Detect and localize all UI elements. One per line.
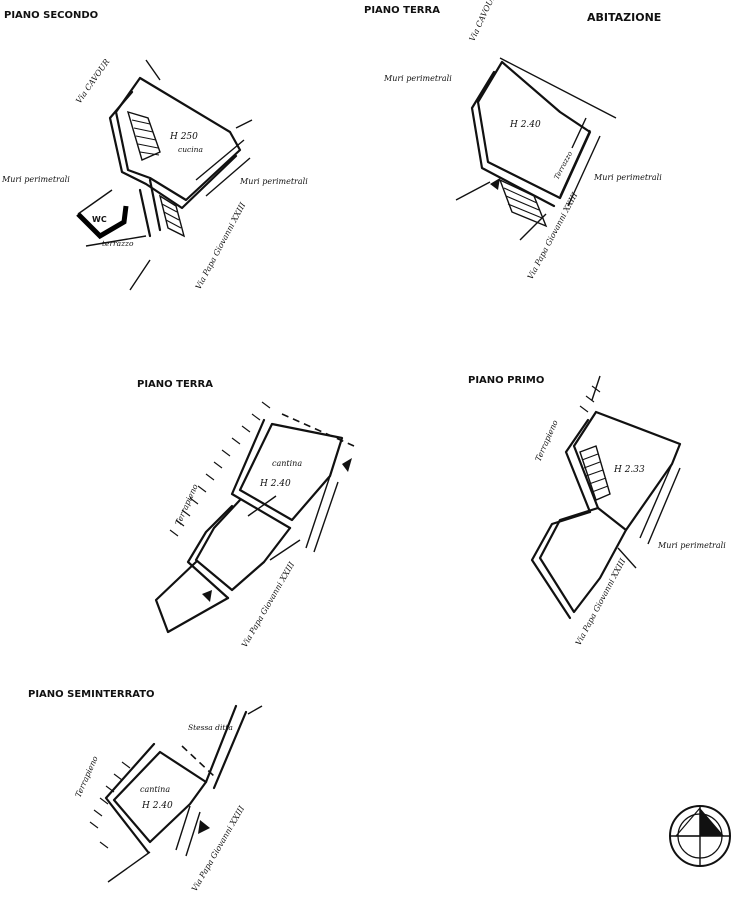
- plan-seminterrato-walls: [89, 704, 263, 883]
- plan-seminterrato-title: PIANO SEMINTERRATO: [28, 689, 155, 700]
- plan-terra-mid-dashed-boundary: [281, 413, 355, 447]
- sheet-title: ABITAZIONE: [587, 11, 661, 24]
- plan-terra-top-street-cavour: Via CAVOUR: [468, 0, 498, 43]
- plan-secondo-stair-2: [158, 194, 186, 238]
- plan-seminterrato-arrow: [198, 820, 210, 834]
- plan-terra-top: PIANO TERRA Via CAVOUR Muri perimetrali …: [364, 0, 662, 281]
- plan-secondo-street-cavour: Via CAVOUR: [74, 57, 111, 105]
- plan-primo-walls: [530, 375, 682, 620]
- plan-terra-mid-arrow-1: [342, 458, 352, 472]
- plan-seminterrato-dashed-boundary: [181, 745, 215, 777]
- plan-terra-mid-side: Terrapieno: [174, 483, 200, 527]
- plan-secondo-room: cucina: [178, 145, 203, 154]
- plan-secondo-street-papa: Via Papa Giovanni XXIII: [194, 200, 248, 291]
- plan-terra-top-walls-right: Muri perimetrali: [593, 173, 662, 182]
- plan-terra-mid: PIANO TERRA: [137, 379, 355, 649]
- plan-primo: PIANO PRIMO: [468, 375, 726, 647]
- plan-seminterrato-earth-hatch: [89, 761, 131, 849]
- plan-secondo-stair: [126, 110, 161, 161]
- plan-seminterrato-height: H 2.40: [141, 801, 173, 811]
- plan-terra-top-stair: [498, 178, 548, 228]
- plan-secondo-wc: WC: [92, 215, 107, 224]
- plan-secondo-title: PIANO SECONDO: [4, 10, 98, 21]
- plan-seminterrato-room: cantina: [140, 785, 170, 794]
- plan-terra-top-title: PIANO TERRA: [364, 5, 440, 16]
- plan-terra-top-street-papa: Via Papa Giovanni XXIII: [526, 190, 580, 281]
- plan-terra-mid-walls: [154, 401, 355, 634]
- plan-primo-earth-hatch: [579, 385, 601, 413]
- plan-terra-top-walls-left: Muri perimetrali: [383, 74, 452, 83]
- plan-terra-top-height: H 2.40: [509, 120, 541, 130]
- plan-secondo-walls: [76, 59, 253, 291]
- plan-terra-mid-arrow-2: [202, 590, 212, 602]
- plan-primo-stair: [579, 445, 611, 501]
- plan-secondo-walls-right: Muri perimetrali: [239, 177, 308, 186]
- plan-secondo: PIANO SECONDO: [1, 10, 308, 291]
- plan-terra-mid-room: cantina: [272, 459, 302, 468]
- plan-terra-mid-title: PIANO TERRA: [137, 379, 213, 390]
- plan-seminterrato: PIANO SEMINTERRATO Stessa ditta T: [28, 689, 263, 893]
- plan-terra-mid-street-papa: Via Papa Giovanni XXIII: [240, 560, 297, 649]
- plan-secondo-height: H 250: [169, 132, 198, 142]
- plan-terra-mid-earth-hatch: [169, 401, 271, 537]
- plan-terra-top-walls: [455, 57, 617, 241]
- plan-secondo-terrace: terrazzo: [102, 239, 134, 248]
- plan-secondo-walls-left: Muri perimetrali: [1, 175, 70, 184]
- plan-seminterrato-side: Terrapieno: [74, 755, 100, 799]
- plan-seminterrato-other: Stessa ditta: [188, 723, 233, 732]
- plan-terra-top-arrow: [490, 178, 500, 190]
- plan-secondo-wc-wall: [76, 205, 129, 240]
- plan-primo-height: H 2.33: [613, 465, 645, 475]
- compass-icon: [669, 805, 731, 867]
- plan-terra-mid-height: H 2.40: [259, 479, 291, 489]
- plan-primo-walls: Muri perimetrali: [657, 541, 726, 550]
- plan-primo-side: Terrapieno: [534, 419, 560, 463]
- plan-primo-title: PIANO PRIMO: [468, 375, 544, 386]
